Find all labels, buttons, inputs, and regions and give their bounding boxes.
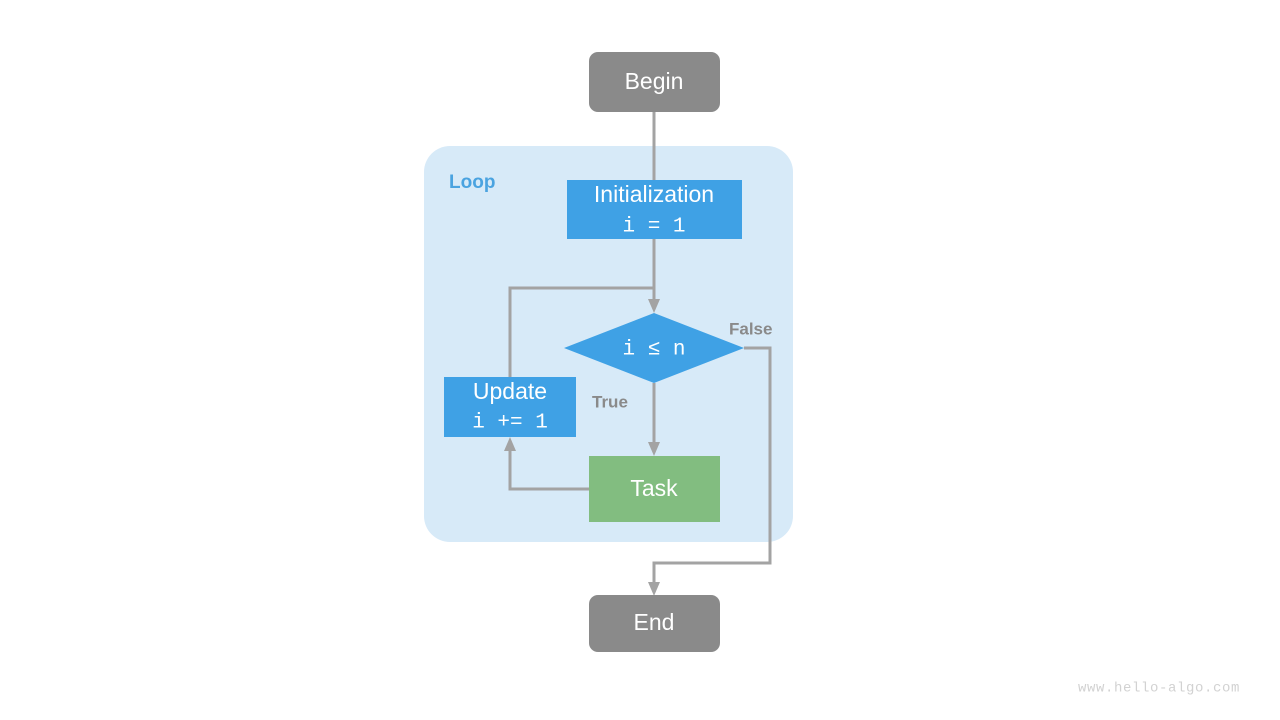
node-begin[interactable]: Begin	[589, 52, 720, 112]
edge-task-to-update	[504, 437, 589, 491]
edge-condition-false-to-end	[648, 346, 772, 596]
node-condition[interactable]: i ≤ n	[564, 313, 744, 383]
edge-label-false: False	[729, 319, 772, 338]
loop-group-label: Loop	[449, 172, 495, 193]
node-update-label: Update	[473, 378, 547, 404]
node-update[interactable]: Update i += 1	[444, 377, 576, 437]
node-condition-code: i ≤ n	[622, 339, 685, 362]
node-task[interactable]: Task	[589, 456, 720, 522]
watermark: www.hello-algo.com	[1078, 681, 1240, 697]
node-initialization-code: i = 1	[622, 216, 685, 239]
arrow-head-icon	[648, 582, 660, 596]
arrow-head-icon	[648, 299, 660, 313]
node-initialization[interactable]: Initialization i = 1	[567, 180, 742, 239]
node-end-label: End	[634, 609, 675, 635]
node-initialization-label: Initialization	[594, 181, 714, 207]
arrow-head-icon	[648, 442, 660, 456]
node-task-label: Task	[630, 475, 678, 501]
node-begin-label: Begin	[625, 68, 684, 94]
node-end[interactable]: End	[589, 595, 720, 652]
arrow-head-icon	[504, 437, 516, 451]
edge-update-to-condition	[508, 286, 654, 377]
edge-condition-true-to-task	[648, 383, 660, 456]
edge-label-true: True	[592, 392, 628, 411]
node-update-code: i += 1	[472, 412, 548, 435]
edge-initialization-to-condition	[648, 239, 660, 313]
